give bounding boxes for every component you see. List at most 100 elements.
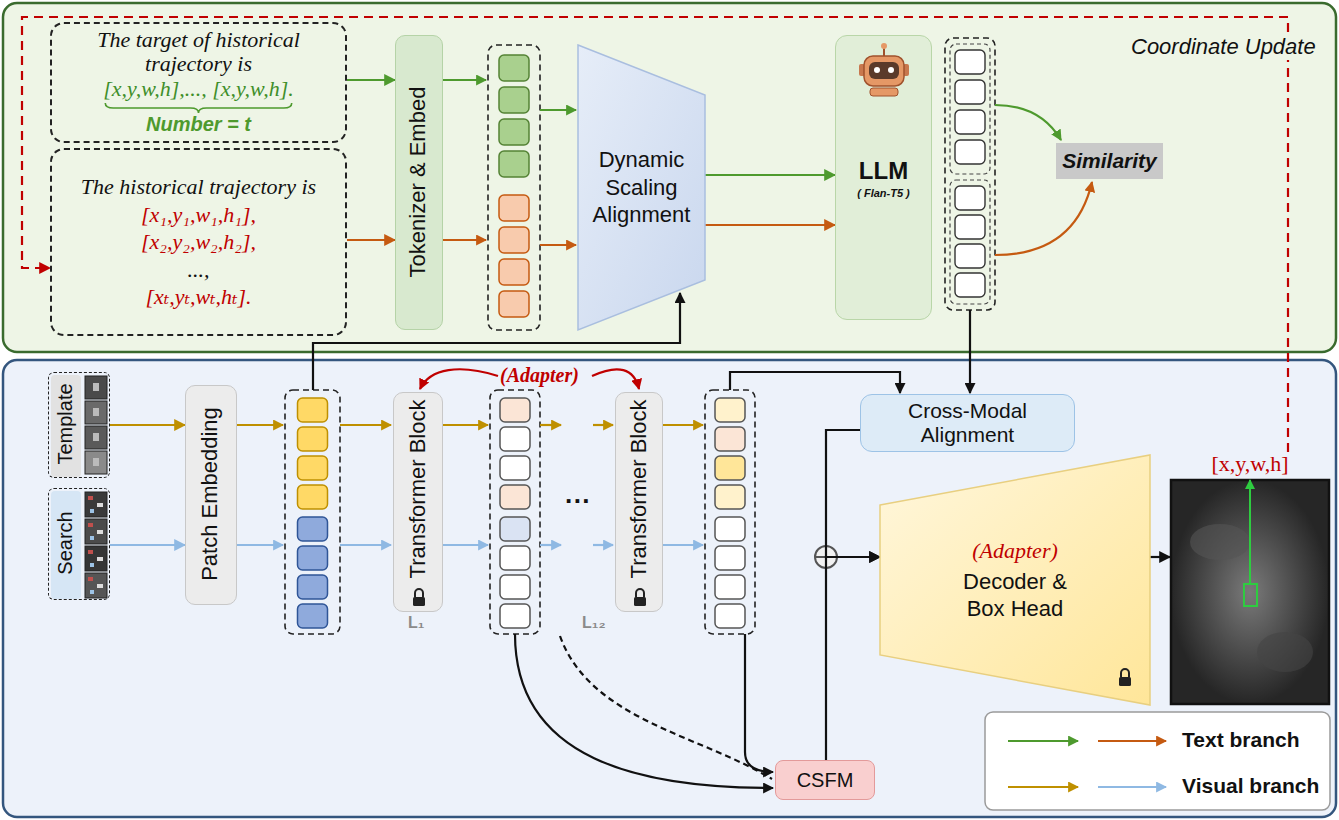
connector bbox=[1150, 556, 1170, 558]
flow-arrow bbox=[1008, 786, 1078, 788]
flow-arrow bbox=[443, 79, 486, 81]
label-ground bbox=[51, 375, 81, 477]
template-image bbox=[93, 383, 99, 391]
token bbox=[499, 151, 529, 177]
robot-icon bbox=[870, 88, 898, 96]
text-run: [x,y,w,h],..., [x,y,w,h]. bbox=[56, 77, 341, 102]
flow-arrow bbox=[515, 634, 773, 788]
legend-box bbox=[985, 712, 1330, 810]
result-image bbox=[1171, 480, 1329, 704]
template-image bbox=[85, 376, 107, 399]
search-image bbox=[85, 546, 107, 571]
layer-label: L₁ bbox=[408, 614, 424, 632]
prompt-box: The historical trajectory is [x₁,y₁,w₁,h… bbox=[50, 148, 347, 336]
lock-icon bbox=[1121, 669, 1129, 677]
process-box: Tokenizer & Embed bbox=[395, 35, 443, 330]
token bbox=[500, 398, 530, 422]
token bbox=[500, 485, 530, 509]
token-group bbox=[490, 390, 540, 634]
result-image-box: [x,y,w,h] bbox=[1170, 452, 1330, 705]
node-content: Dynamic Scaling Alignment bbox=[590, 146, 693, 229]
node-content: Similarity bbox=[1062, 149, 1157, 173]
flow-arrow bbox=[1008, 740, 1078, 742]
token bbox=[715, 604, 745, 628]
search-image bbox=[97, 503, 103, 507]
token bbox=[499, 55, 529, 81]
flow-arrow bbox=[443, 544, 488, 546]
node-label: Template bbox=[54, 383, 77, 464]
ellipsis: ··· bbox=[565, 486, 591, 517]
brace bbox=[105, 102, 291, 112]
similarity-box: Similarity bbox=[1056, 143, 1163, 179]
token bbox=[500, 517, 530, 541]
token bbox=[955, 244, 985, 268]
template-image bbox=[93, 433, 99, 441]
template-image bbox=[85, 451, 107, 474]
edge-label: Coordinate Update bbox=[1128, 34, 1319, 60]
node-text: [x,y,w,h] bbox=[1172, 452, 1328, 476]
flow-arrow bbox=[593, 424, 613, 426]
token bbox=[298, 604, 328, 628]
token bbox=[500, 546, 530, 570]
flow-arrow bbox=[340, 544, 391, 546]
token bbox=[298, 398, 328, 422]
flow-arrow bbox=[745, 634, 773, 772]
token bbox=[500, 604, 530, 628]
flow-arrow bbox=[340, 424, 391, 426]
connector bbox=[347, 239, 395, 241]
prompt-box: The target of historical trajectory is [… bbox=[50, 22, 347, 143]
result-image bbox=[1257, 632, 1313, 672]
search-image bbox=[90, 563, 94, 567]
node-text: Dynamic Scaling Alignment bbox=[590, 146, 693, 229]
search-image bbox=[88, 523, 93, 527]
token bbox=[298, 456, 328, 480]
connector bbox=[347, 79, 395, 81]
token bbox=[715, 456, 745, 480]
token bbox=[955, 186, 985, 210]
node-text: LLM bbox=[841, 157, 926, 185]
search-image bbox=[97, 557, 103, 561]
node-text: The target of historical trajectory is [… bbox=[56, 28, 341, 102]
node-content: LLM( Flan-T5 ) bbox=[841, 157, 926, 199]
flow-arrow bbox=[540, 109, 576, 111]
lock-icon bbox=[636, 589, 644, 597]
search-image bbox=[90, 536, 94, 540]
lock-icon bbox=[634, 597, 646, 606]
llm-box: LLM( Flan-T5 ) bbox=[835, 35, 932, 320]
text-run: ..., bbox=[188, 257, 210, 282]
template-image bbox=[93, 408, 99, 416]
flow-arrow bbox=[443, 239, 486, 241]
token bbox=[955, 215, 985, 239]
token bbox=[298, 517, 328, 541]
flow-arrow bbox=[730, 372, 900, 393]
node-text: Decoder & Box Head bbox=[942, 568, 1088, 623]
robot-icon bbox=[869, 62, 899, 79]
process-box: CSFM bbox=[775, 760, 875, 800]
layer-label: L₁₂ bbox=[582, 614, 606, 632]
robot-icon bbox=[874, 67, 880, 73]
token bbox=[298, 546, 328, 570]
flow-arrow bbox=[420, 369, 498, 389]
text-run: [x₁,y₁,w₁,h₁], bbox=[58, 201, 339, 229]
token bbox=[499, 227, 529, 253]
node-label: Patch Embedding bbox=[197, 407, 223, 581]
flow-arrow bbox=[995, 105, 1061, 140]
alignment-trapezoid: Dynamic Scaling Alignment bbox=[578, 45, 705, 330]
search-image bbox=[90, 509, 94, 513]
result-arrow bbox=[1249, 480, 1251, 584]
token bbox=[500, 575, 530, 599]
node-content: (Adapter)Decoder & Box Head bbox=[942, 538, 1088, 623]
robot-icon bbox=[883, 48, 885, 56]
token bbox=[499, 291, 529, 317]
decoder-trapezoid: (Adapter)Decoder & Box Head bbox=[880, 455, 1150, 705]
node-content: [x,y,w,h] bbox=[1172, 452, 1328, 476]
text-run: [xₜ,yₜ,wₜ,hₜ]. bbox=[58, 283, 339, 311]
connector bbox=[705, 224, 835, 226]
search-image bbox=[97, 584, 103, 588]
token bbox=[955, 140, 985, 164]
token bbox=[715, 575, 745, 599]
transformer-block: Transformer Block bbox=[615, 392, 663, 612]
flow-arrow bbox=[560, 636, 772, 779]
result-image bbox=[1190, 524, 1250, 560]
